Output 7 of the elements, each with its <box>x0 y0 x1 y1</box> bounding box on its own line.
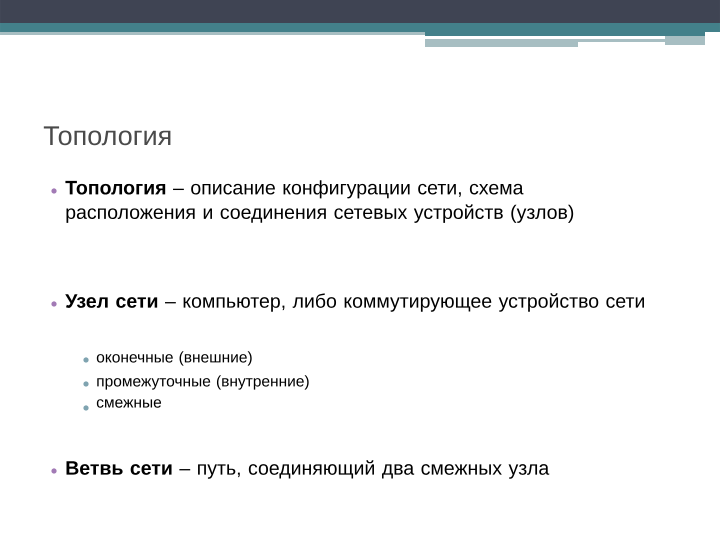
bullet-text: Узел сети – компьютер, либо коммутирующее устройство сети <box>65 293 644 312</box>
bullet-text: смежные <box>96 399 162 408</box>
bullet-text: оконечные (внешние) <box>96 351 252 366</box>
bullet-text: промежуточные (внутренние) <box>97 375 309 390</box>
slide-title: Топология <box>44 126 170 146</box>
bullet-text: Ветвь сети – путь, соединяющий два смежных узла <box>66 460 550 479</box>
bullet-text: Топология – описание конфигурации сети, схема расположения и соединения сетевых устройств (узлов) <box>65 180 574 223</box>
